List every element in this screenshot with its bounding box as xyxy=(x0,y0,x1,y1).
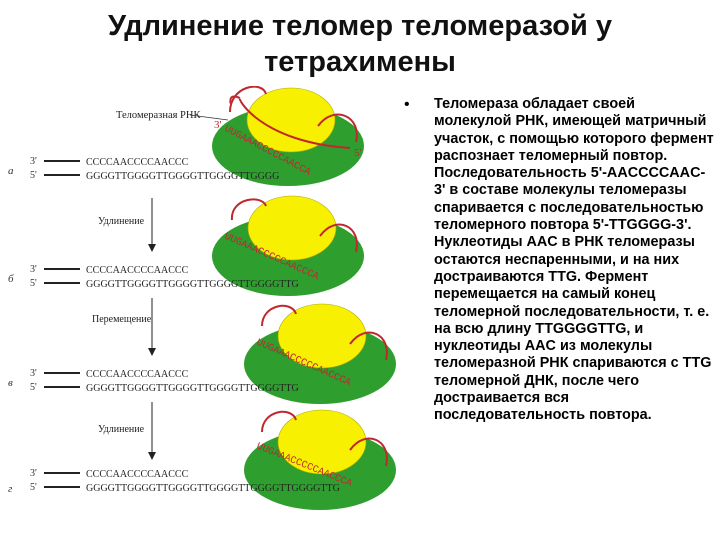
strand-bottom-c: GGGGTTGGGGTTGGGGTTGGGGTTGGGGTTG xyxy=(86,383,299,394)
step-label-3: Удлинение xyxy=(98,424,145,435)
strand-3prime-d: 3' xyxy=(30,468,37,479)
step-arrowhead-1 xyxy=(148,244,156,252)
strand-3prime-b: 3' xyxy=(30,264,37,275)
rna-label: Теломеразная РНК xyxy=(116,110,201,121)
strand-5prime-d: 5' xyxy=(30,482,37,493)
strand-3prime-a: 3' xyxy=(30,156,37,167)
bullet-dot: • xyxy=(404,96,410,113)
rna-strand-a xyxy=(229,95,351,149)
rna-loop-d xyxy=(261,411,388,467)
enzyme-yellow-d xyxy=(277,409,367,475)
step-label-2: Перемещение xyxy=(92,314,152,325)
row-c: UUGAAACCCCCAACCCA в 3' 5' CCCCAACCCCAACC… xyxy=(8,303,396,404)
strand-5prime-c: 5' xyxy=(30,382,37,393)
strand-5prime-b: 5' xyxy=(30,278,37,289)
rna-loop-b xyxy=(230,198,358,253)
row-b: UUGAAACCCCCAACCCA б 3' 5' CCCCAACCCCAACC… xyxy=(8,195,364,296)
strand-bottom-d: GGGGTTGGGGTTGGGGTTGGGGTTGGGGTTGGGGTTG xyxy=(86,483,340,494)
bullet-block: • Теломераза обладает своей молекулой РН… xyxy=(404,96,716,425)
slide-title: Удлинение теломер теломеразой у тетрахим… xyxy=(60,8,660,80)
rna-loop-c xyxy=(261,305,388,361)
step-label-1: Удлинение xyxy=(98,216,145,227)
strand-3prime-c: 3' xyxy=(30,368,37,379)
enzyme-yellow-c xyxy=(277,303,367,369)
row-a: 3' 5' UUGAAACCCCCAACCA а 3' 5' CCCCAACCC… xyxy=(8,86,364,186)
strand-bottom-a: GGGGTTGGGGTTGGGGTTGGGGTTGGGG xyxy=(86,171,279,182)
bullet-text: Теломераза обладает своей молекулой РНК,… xyxy=(434,96,714,424)
title-line-1: Удлинение теломер теломеразой у xyxy=(107,10,612,42)
row-letter-b: б xyxy=(8,273,14,285)
row-d: UUGAAACCCCCAACCCA г 3' 5' CCCCAACCCCAACC… xyxy=(8,409,396,510)
strand-top-d: CCCCAACCCCAACCC xyxy=(86,469,189,480)
strand-top-c: CCCCAACCCCAACCC xyxy=(86,369,189,380)
enzyme-yellow-a xyxy=(246,87,336,153)
row-letter-c: в xyxy=(8,377,13,389)
rna-3prime-a: 3' xyxy=(214,119,222,131)
strand-top-a: CCCCAACCCCAACCC xyxy=(86,157,189,168)
strand-5prime-a: 5' xyxy=(30,170,37,181)
row-letter-a: а xyxy=(8,165,14,177)
rna-5prime-a: 5' xyxy=(354,147,362,159)
strand-top-b: CCCCAACCCCAACCC xyxy=(86,265,189,276)
title-line-2: тетрахимены xyxy=(264,46,456,78)
rna-loop-a xyxy=(229,86,358,143)
step-arrowhead-2 xyxy=(148,348,156,356)
strand-bottom-b: GGGGTTGGGGTTGGGGTTGGGGTTGGGGTTG xyxy=(86,279,299,290)
enzyme-yellow-b xyxy=(247,195,337,261)
step-arrowhead-3 xyxy=(148,452,156,460)
rna-label-leader xyxy=(189,114,229,121)
telomerase-figure: Теломеразная РНК 3' 5' UUGAAACCCCCAACCA … xyxy=(8,86,396,510)
row-letter-d: г xyxy=(8,483,13,495)
